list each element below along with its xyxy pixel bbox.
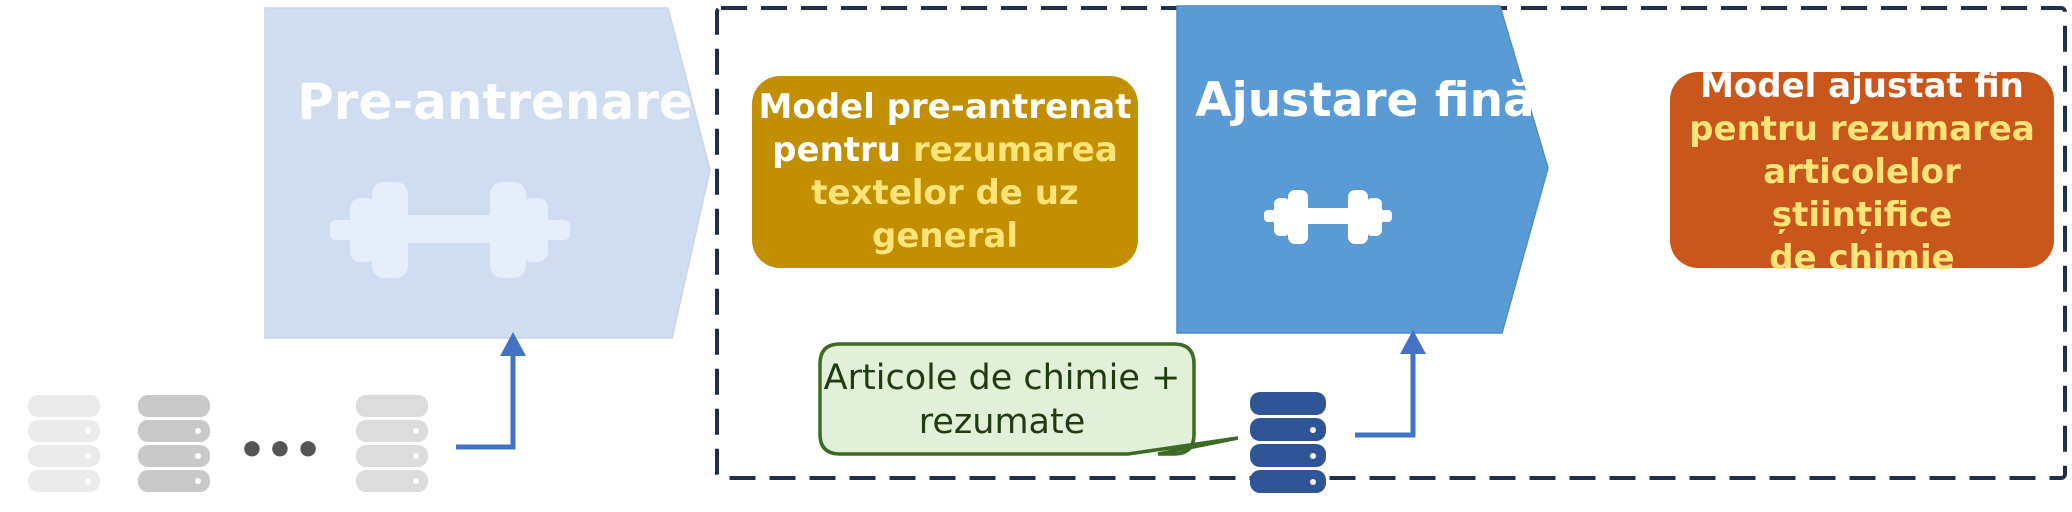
pretrained-model-line2-plain: pentru — [772, 130, 913, 170]
finetuned-model-box — [1670, 72, 2054, 268]
database-icon — [138, 395, 210, 492]
pre-training-title: Pre-antrenare — [297, 73, 693, 131]
dataset-bubble-line1: Articole de chimie + — [823, 358, 1181, 398]
pretrained-model-line2-highlight: rezumarea — [912, 130, 1118, 170]
pretrained-model-line3: textelor de uz general — [811, 173, 1079, 256]
finetuned-model-line1: Model ajustat fin — [1700, 65, 2024, 106]
fine-tuning-stage-shape — [1176, 5, 1549, 334]
pretrained-model-box — [752, 76, 1138, 268]
pretrained-model-line1: Model pre-antrenat — [758, 87, 1132, 127]
pretrained-model-label: Model pre-antrenat pentru rezumarea text… — [752, 78, 1138, 266]
fine-tuning-region-border — [715, 6, 2067, 480]
finetuning-data-arrow — [1355, 330, 1426, 438]
finetuned-model-line2: pentru rezumarea — [1689, 108, 2035, 149]
dataset-bubble-line2: rezumate — [918, 402, 1086, 442]
active-database-icon — [1250, 392, 1326, 493]
finetuned-model-line4: de chimie — [1769, 237, 1955, 278]
dataset-speech-bubble — [818, 342, 1239, 456]
more-databases-ellipsis: ••• — [237, 424, 323, 476]
finetuned-model-line3: articolelor științifice — [1763, 151, 1961, 235]
fine-tuning-title: Ajustare fină — [1195, 72, 1535, 128]
pretraining-data-arrow — [456, 332, 526, 450]
pre-training-stage-shape — [264, 7, 711, 339]
pre-training-dumbbell-icon — [330, 182, 570, 278]
fine-tuning-dumbbell-icon — [1264, 190, 1392, 244]
finetuned-model-label: Model ajustat fin pentru rezumarea artic… — [1670, 66, 2054, 278]
database-icon — [356, 395, 428, 492]
database-icon — [28, 395, 100, 492]
dataset-bubble-label: Articole de chimie + rezumate — [822, 352, 1182, 448]
pretrained-model-line2: pentru rezumarea — [772, 129, 1118, 172]
